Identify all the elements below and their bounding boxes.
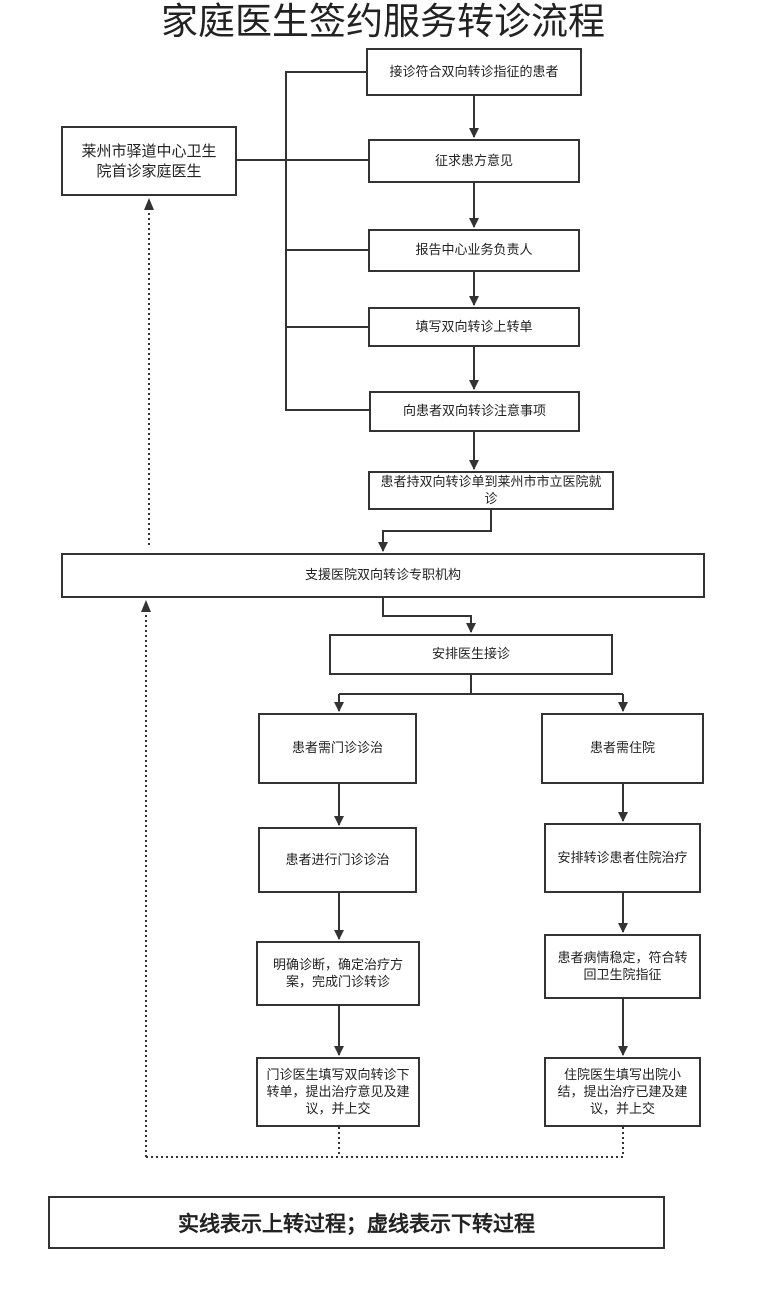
bracket-left bbox=[285, 71, 369, 411]
page-title: 家庭医生签约服务转诊流程 bbox=[161, 0, 605, 43]
node-explain-notes: 向患者双向转诊注意事项 bbox=[369, 391, 580, 432]
node-receive-patient: 接诊符合双向转诊指征的患者 bbox=[366, 48, 582, 96]
node-fill-referral-form: 填写双向转诊上转单 bbox=[368, 307, 580, 347]
node-condition-stable: 患者病情稳定，符合转回卫生院指征 bbox=[544, 934, 701, 999]
node-visit-hospital: 患者持双向转诊单到莱州市市立医院就诊 bbox=[368, 471, 614, 510]
arrow-n6-hospital bbox=[378, 510, 492, 552]
node-needs-outpatient: 患者需门诊诊治 bbox=[258, 713, 417, 784]
arrow-hospital-arrange bbox=[382, 598, 476, 633]
node-support-hospital: 支援医院双向转诊专职机构 bbox=[61, 553, 705, 598]
dotted-arrowhead-doctor bbox=[144, 198, 154, 210]
node-seek-opinion: 征求患方意见 bbox=[368, 139, 580, 183]
node-discharge-summary: 住院医生填写出院小结，提出治疗已建及建议，并上交 bbox=[544, 1057, 701, 1127]
node-report-leader: 报告中心业务负责人 bbox=[368, 229, 580, 272]
node-arrange-doctor: 安排医生接诊 bbox=[329, 634, 613, 675]
node-family-doctor: 莱州市驿道中心卫生院首诊家庭医生 bbox=[61, 126, 237, 196]
dotted-arrowhead-hospital bbox=[141, 600, 151, 612]
legend-box: 实线表示上转过程；虚线表示下转过程 bbox=[48, 1196, 665, 1249]
node-outpatient-downward-form: 门诊医生填写双向转诊下转单，提出治疗意见及建议，并上交 bbox=[256, 1057, 420, 1127]
node-arrange-admission: 安排转诊患者住院治疗 bbox=[544, 823, 701, 893]
node-outpatient-treatment: 患者进行门诊诊治 bbox=[258, 827, 417, 893]
node-needs-inpatient: 患者需住院 bbox=[541, 713, 704, 784]
node-diagnosis-complete: 明确诊断，确定治疗方案，完成门诊转诊 bbox=[256, 941, 420, 1006]
